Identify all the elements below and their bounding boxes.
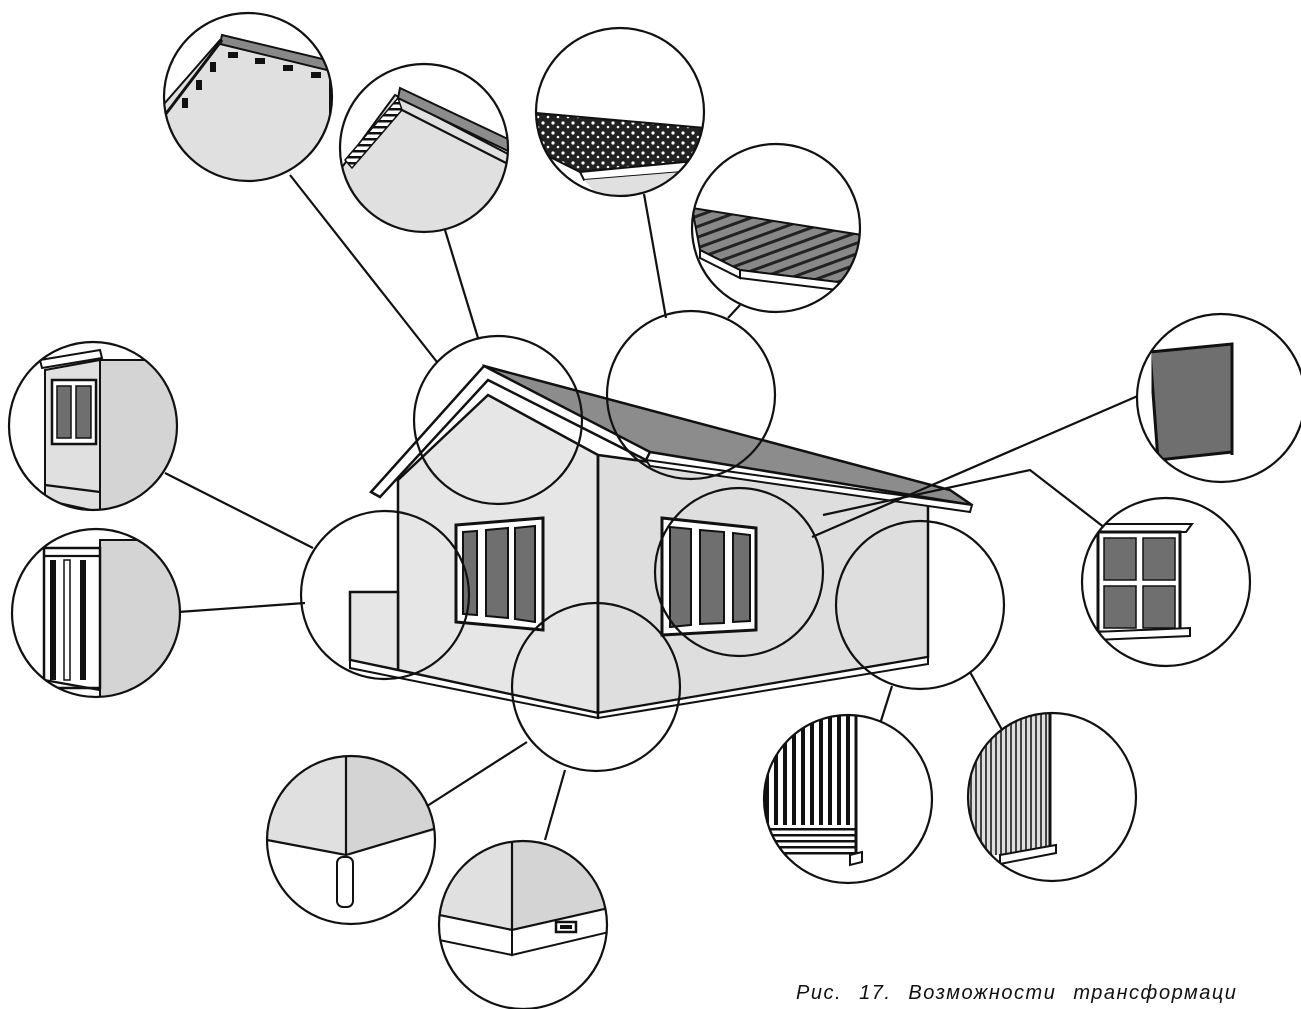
house-porch-box [348,590,400,672]
detail-circle-plinth-vent [437,839,609,1009]
house [348,364,974,720]
house-overlay-circles [299,309,1006,773]
detail-circle-board-siding [762,713,934,885]
detail-circle-rafter-eave [162,11,334,183]
connector-lines [164,174,1141,841]
figure-caption: Рис. 17. Возможности трансформаци [796,982,1238,1004]
house-eave-fascia [643,458,974,514]
detail-circle-boxed-cornice [338,62,510,234]
house-window-left [454,516,545,632]
detail-circle-dark-panel [1135,312,1301,484]
detail-circle-downspout [265,754,437,926]
detail-circle-fine-siding [966,711,1138,883]
detail-circle-tall-door [10,527,182,699]
detail-circle-four-pane-window [1080,496,1252,668]
detail-circle-window-canopy [7,340,179,512]
house-window-right [660,516,758,637]
detail-circle-gravel-roof [534,26,706,198]
detail-circle-sheet-roof [690,142,862,314]
